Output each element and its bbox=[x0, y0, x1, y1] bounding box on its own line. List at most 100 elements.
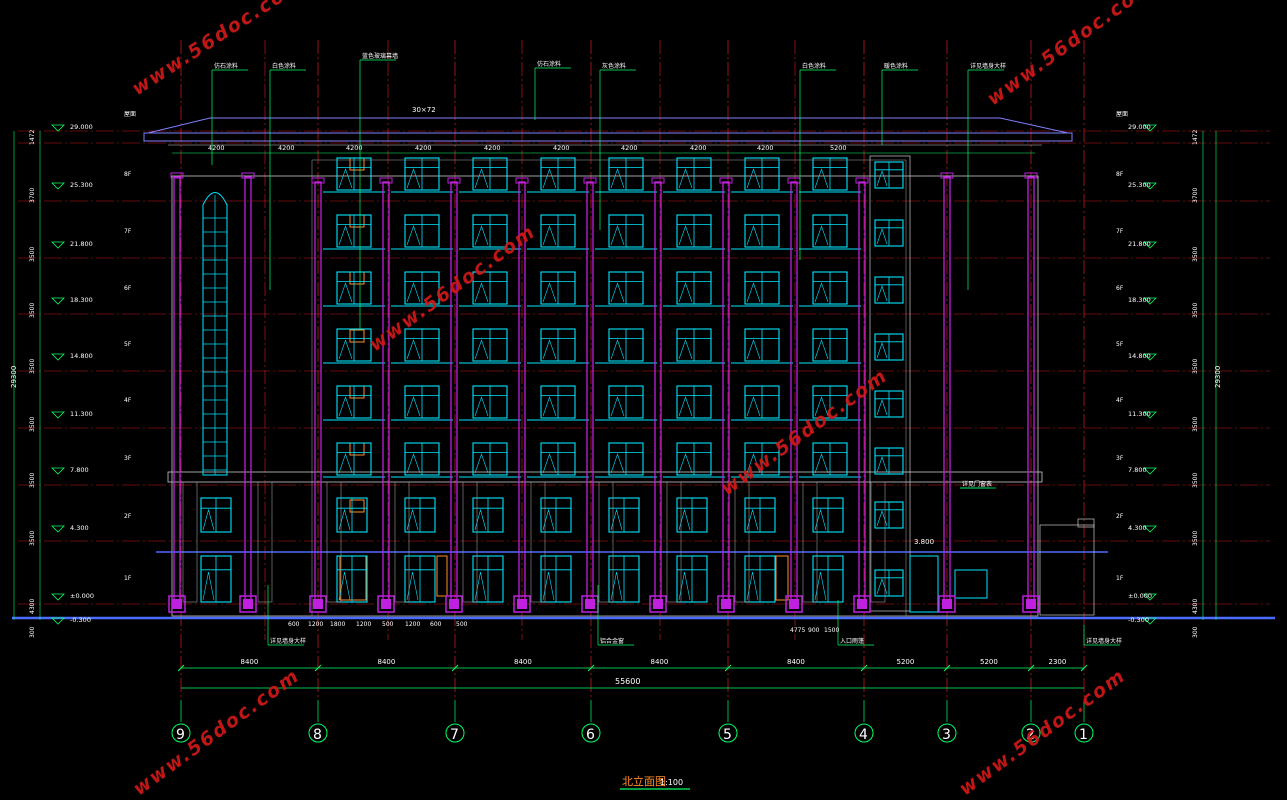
window-swing bbox=[338, 168, 353, 189]
bay-dimension: 8400 bbox=[787, 658, 805, 666]
story-height: 3500 bbox=[1192, 473, 1199, 488]
column-base bbox=[1022, 595, 1040, 613]
story-height: 3700 bbox=[29, 188, 36, 203]
projecting-bay bbox=[869, 155, 911, 612]
drawing-scale: 1:100 bbox=[660, 778, 683, 787]
axis-bubble bbox=[445, 723, 465, 743]
annotation-text: 蓝色玻璃幕墙 bbox=[362, 52, 398, 60]
window-swing bbox=[814, 282, 829, 303]
column-capital bbox=[1024, 172, 1038, 179]
elevation-marker bbox=[51, 467, 65, 475]
column-base-fill bbox=[585, 599, 595, 609]
top-dimension: 4200 bbox=[346, 144, 363, 152]
window-swing bbox=[338, 225, 353, 246]
dim-tick bbox=[860, 664, 868, 672]
window-swing bbox=[542, 572, 555, 601]
window-swing bbox=[746, 339, 761, 360]
window-swing bbox=[406, 508, 419, 531]
small-dimension: 500 bbox=[456, 621, 468, 628]
axis-label: 7 bbox=[450, 727, 459, 743]
elevation-marker bbox=[1143, 593, 1157, 601]
window-swing bbox=[406, 282, 421, 303]
axis-label: 8 bbox=[313, 727, 322, 743]
top-dimension: 4200 bbox=[553, 144, 570, 152]
window-swing bbox=[542, 453, 557, 474]
axis-label: 2 bbox=[1026, 727, 1035, 743]
small-dimension: 1200 bbox=[405, 621, 420, 628]
entrance-door bbox=[909, 555, 939, 613]
column-base-fill bbox=[653, 599, 663, 609]
window-swing bbox=[678, 508, 691, 531]
window-swing bbox=[474, 168, 489, 189]
elevation-right: -0.300 bbox=[1128, 616, 1149, 624]
story-height: 1472 bbox=[29, 130, 36, 145]
window-swing bbox=[542, 225, 557, 246]
window-swing bbox=[338, 453, 353, 474]
elevation-marker bbox=[51, 182, 65, 190]
window-swing bbox=[610, 508, 623, 531]
pilaster bbox=[462, 481, 478, 603]
story-height: 1472 bbox=[1192, 130, 1199, 145]
window-swing bbox=[610, 396, 625, 417]
overall-dimension: 55600 bbox=[615, 677, 640, 686]
axis-label: 9 bbox=[176, 727, 185, 743]
total-height-right: 29300 bbox=[1214, 366, 1222, 388]
column-capital bbox=[170, 172, 184, 179]
elevation-left: 18.300 bbox=[70, 296, 93, 304]
elevation-marker bbox=[51, 525, 65, 533]
column-shaft bbox=[586, 181, 594, 603]
top-dimension: 4200 bbox=[278, 144, 295, 152]
annotation-text: 仿石涂料 bbox=[214, 62, 238, 70]
annotation-text: 仿石涂料 bbox=[537, 60, 561, 68]
column-base bbox=[309, 595, 327, 613]
column-base-fill bbox=[789, 599, 799, 609]
window-swing bbox=[610, 168, 625, 189]
elevation-left: 25.300 bbox=[70, 181, 93, 189]
window-swing bbox=[678, 282, 693, 303]
pilaster bbox=[802, 481, 818, 603]
elevation-right: 21.800 bbox=[1128, 240, 1151, 248]
elevation-marker bbox=[51, 411, 65, 419]
elevation-marker bbox=[51, 124, 65, 132]
elevation-marker bbox=[1143, 411, 1157, 419]
elevation-marker bbox=[1143, 182, 1157, 190]
column-shaft bbox=[244, 176, 252, 603]
roof-label: 屋面 bbox=[1116, 111, 1128, 118]
dim-tick bbox=[943, 664, 951, 672]
elevation-marker bbox=[1143, 617, 1157, 625]
top-dimension: 4200 bbox=[757, 144, 774, 152]
window-swing bbox=[746, 168, 761, 189]
elevation-marker bbox=[1143, 353, 1157, 361]
total-height-left: 29300 bbox=[10, 366, 18, 388]
facade-columns bbox=[168, 172, 1040, 613]
window-swing bbox=[202, 508, 215, 531]
window-swing bbox=[876, 456, 888, 473]
elevation-left: 29.000 bbox=[70, 123, 93, 131]
axis-bubble bbox=[308, 723, 328, 743]
pilaster bbox=[182, 481, 198, 603]
column-base bbox=[717, 595, 735, 613]
window-swing bbox=[814, 168, 829, 189]
window-swing bbox=[338, 396, 353, 417]
window-swing bbox=[746, 396, 761, 417]
top-dimension: 4200 bbox=[484, 144, 501, 152]
window-swing bbox=[338, 508, 351, 531]
window-swing bbox=[474, 508, 487, 531]
small-dimension: 1800 bbox=[330, 621, 345, 628]
axis-bubble bbox=[1021, 723, 1041, 743]
vent-grille bbox=[349, 214, 365, 228]
elevation-right: 29.000 bbox=[1128, 123, 1151, 131]
top-dimension: 5200 bbox=[830, 144, 847, 152]
window-swing bbox=[814, 572, 827, 601]
window-swing bbox=[474, 572, 487, 601]
building-elevation bbox=[12, 117, 1275, 620]
column-base-fill bbox=[172, 599, 182, 609]
window-swing bbox=[814, 508, 827, 531]
vent-grille bbox=[349, 442, 365, 456]
top-dimension: 4200 bbox=[415, 144, 432, 152]
vent-grille bbox=[349, 329, 365, 343]
axis-label: 6 bbox=[586, 727, 595, 743]
story-height: 3700 bbox=[1192, 188, 1199, 203]
